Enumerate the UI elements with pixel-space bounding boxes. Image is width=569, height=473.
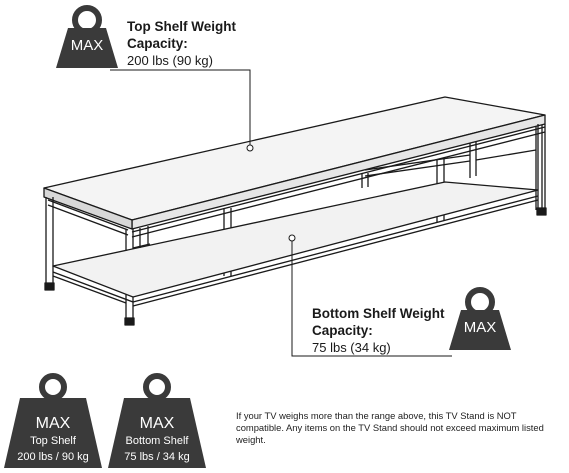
bottom-leader-line [291,238,452,357]
foot [44,282,55,291]
top-callout-heading-2: Capacity: [127,36,188,51]
top-callout-heading-1: Top Shelf Weight [127,19,236,34]
shelf-label: Bottom Shelf [126,435,190,447]
bottom-callout-heading-2: Capacity: [312,323,373,338]
bottom-callout-heading-1: Bottom Shelf Weight [312,306,445,321]
bottom-shelf-callout: Bottom Shelf Weight Capacity: 75 lbs (34… [312,305,445,356]
max-weight-icon-top: MAX [56,5,118,68]
max-label: MAX [71,37,104,54]
top-leader-dot [246,144,254,152]
max-label: MAX [36,415,71,432]
top-shelf-callout: Top Shelf Weight Capacity: 200 lbs (90 k… [127,18,236,69]
max-label: MAX [464,319,497,336]
tv-stand [43,96,547,326]
legend-weight-icon-top-shelf: MAX Top Shelf 200 lbs / 90 kg [4,373,102,468]
foot [536,207,547,216]
bottom-callout-value: 75 lbs (34 kg) [312,340,391,355]
weight-label: 75 lbs / 34 kg [124,451,189,463]
bottom-leader-dot [288,234,296,242]
shelf-label: Top Shelf [30,435,77,447]
top-leader-line [110,69,251,148]
weight-label: 200 lbs / 90 kg [17,451,89,463]
top-shelf-edge-left [43,187,133,230]
compatibility-note: If your TV weighs more than the range ab… [236,410,544,445]
foot [124,317,135,326]
legend-weight-icon-bottom-shelf: MAX Bottom Shelf 75 lbs / 34 kg [108,373,206,468]
max-label: MAX [140,415,175,432]
bottom-shelf-board [52,181,539,298]
max-weight-icon-bottom: MAX [449,287,511,350]
top-callout-value: 200 lbs (90 kg) [127,53,213,68]
callout-leaders [110,69,452,357]
